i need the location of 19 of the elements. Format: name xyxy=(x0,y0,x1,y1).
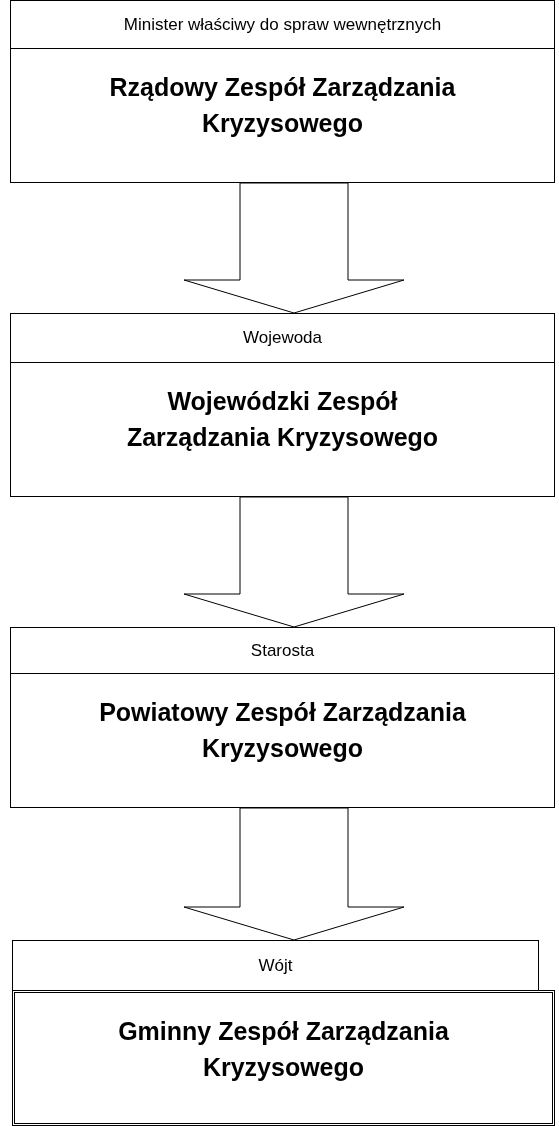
header-box xyxy=(12,940,539,991)
team-name: Wojewódzki Zespół Zarządzania Kryzysowego xyxy=(125,386,440,454)
block-arrow xyxy=(183,807,405,941)
official-title: Wojewoda xyxy=(242,328,323,348)
team-name: Powiatowy Zespół Zarządzania Kryzysowego xyxy=(98,697,467,765)
official-title: Minister właściwy do spraw wewnętrznych xyxy=(123,14,442,35)
block-arrow xyxy=(183,496,405,628)
header-box xyxy=(10,313,555,363)
team-box xyxy=(12,990,555,1126)
block-arrow xyxy=(183,182,405,314)
official-title: Wójt xyxy=(258,955,293,976)
team-name: Gminny Zespół Zarządzania Kryzysowego xyxy=(117,1016,450,1084)
header-box xyxy=(10,627,555,674)
team-box xyxy=(10,362,555,497)
header-box xyxy=(10,0,555,49)
team-box xyxy=(10,673,555,808)
team-name: Rządowy Zespół Zarządzania Kryzysowego xyxy=(108,72,457,140)
team-box xyxy=(10,48,555,183)
official-title: Starosta xyxy=(250,640,315,661)
